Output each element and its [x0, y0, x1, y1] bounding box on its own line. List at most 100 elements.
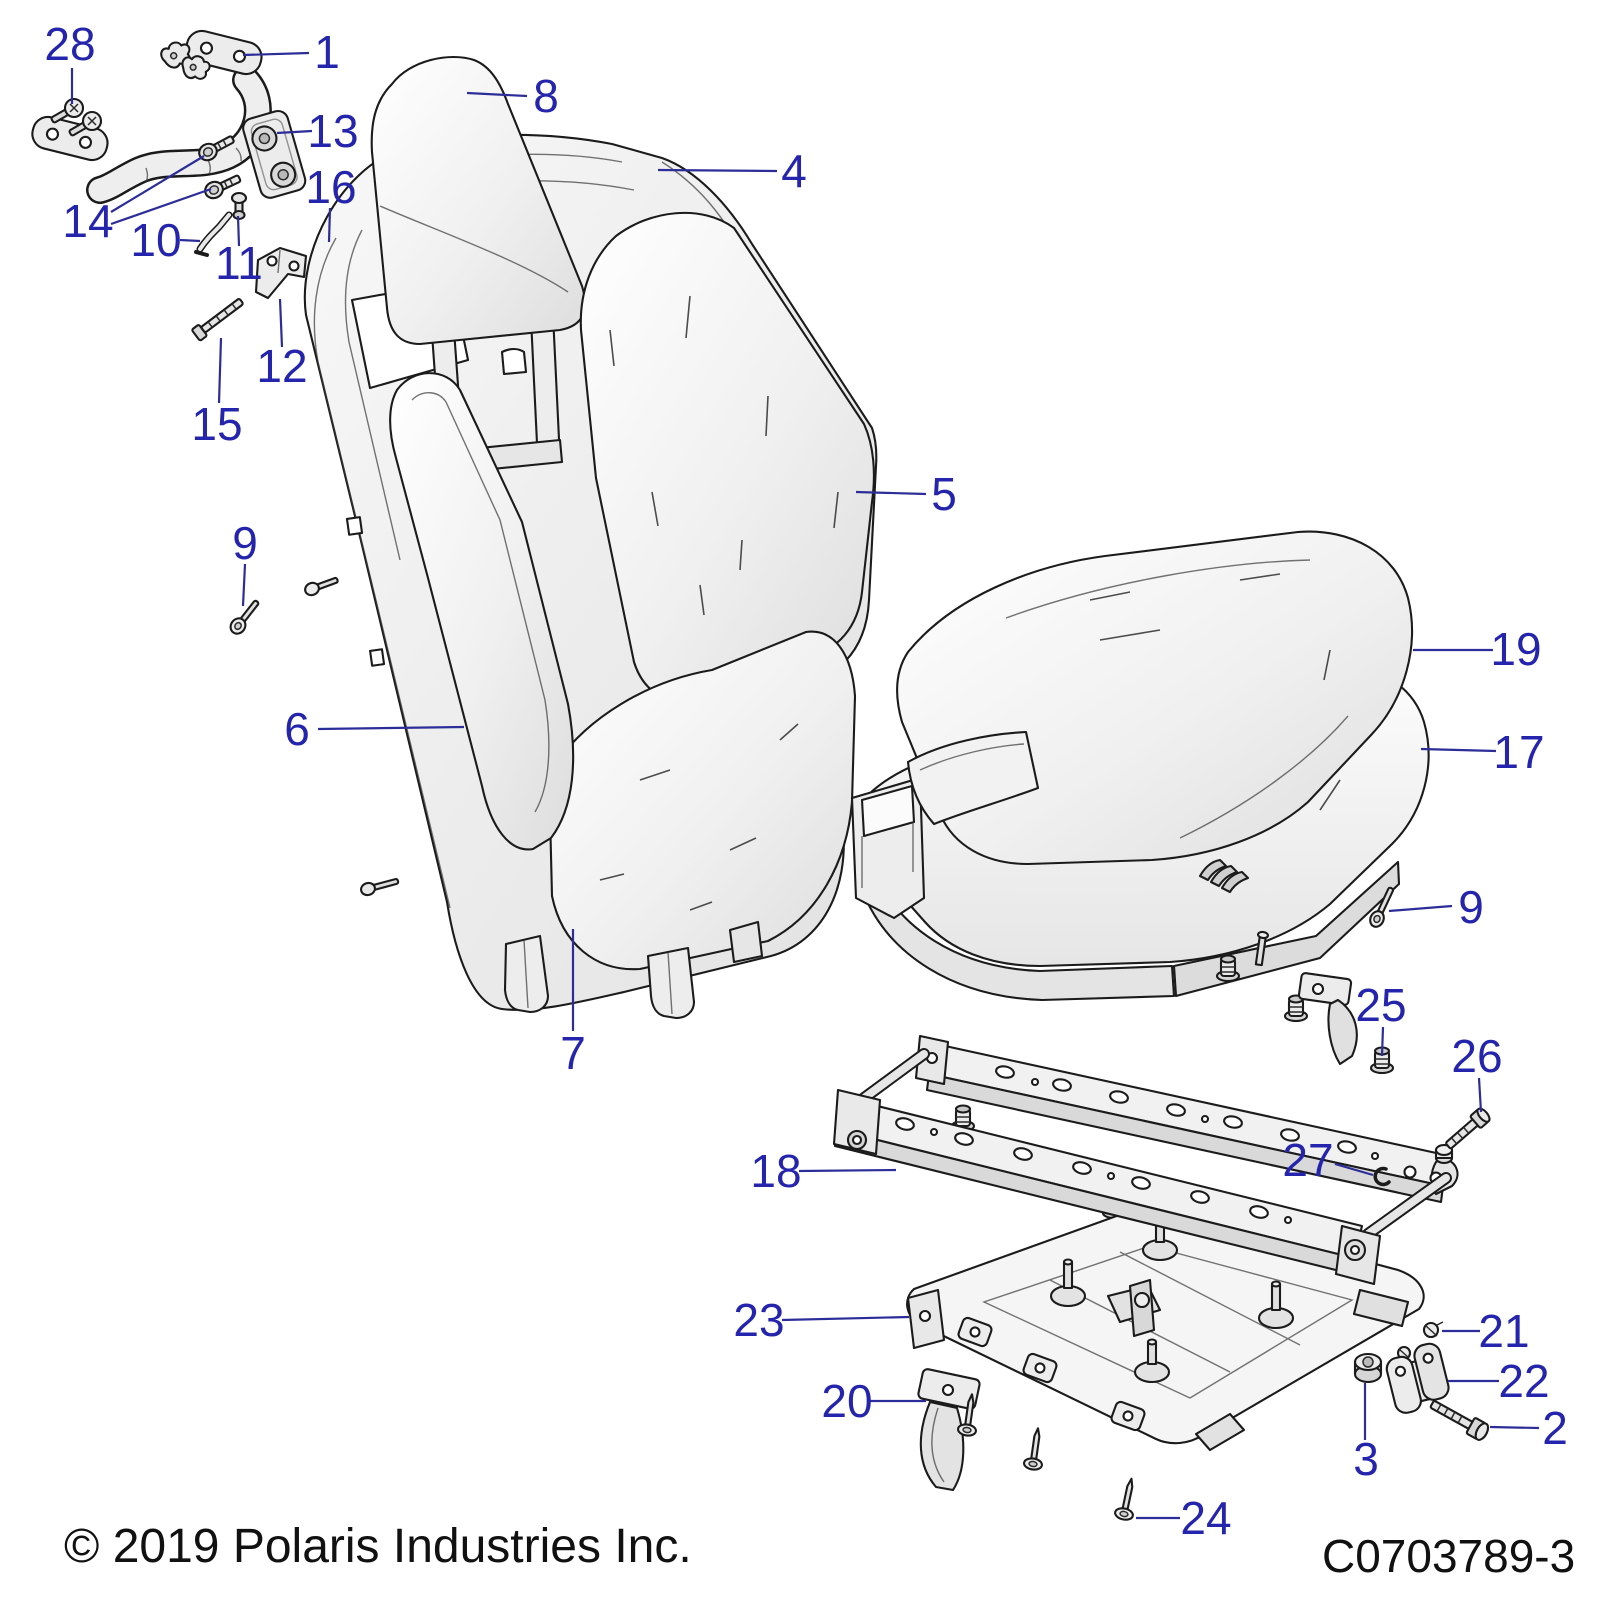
base-foot-tab [957, 1317, 993, 1348]
callout-16: 16 [305, 161, 357, 243]
base-boss [1259, 1282, 1293, 1329]
callout-label: 24 [1180, 1492, 1231, 1544]
bolt-15 [192, 296, 246, 341]
callout-3: 3 [1353, 1383, 1379, 1485]
callout-label: 10 [130, 214, 181, 266]
callout-label: 15 [191, 398, 242, 450]
callout-26: 26 [1451, 1030, 1503, 1113]
c-clip-27 [1375, 1168, 1389, 1184]
seat-base-pan [907, 1204, 1424, 1443]
seat-cushion-flap [908, 732, 1038, 824]
callout-label: 12 [256, 340, 307, 392]
vent-claw-detail [1200, 860, 1248, 892]
seat-pan-apron [862, 862, 1174, 1000]
back-cushion-upper [581, 213, 874, 702]
strap-bracket-20 [918, 1368, 981, 1490]
flange-bolt-14 [196, 132, 236, 163]
callout-9a: 9 [232, 517, 258, 607]
callout-5: 5 [855, 468, 957, 520]
leader-line [242, 51, 310, 57]
release-rod-10 [196, 215, 229, 255]
callout-8: 8 [466, 70, 559, 122]
seat-back-assembly [305, 57, 877, 1018]
callout-22: 22 [1448, 1355, 1550, 1407]
base-center-hinge [1108, 1280, 1160, 1336]
copyright-text: © 2019 Polaris Industries Inc. [64, 1520, 692, 1573]
leader-line [798, 1168, 897, 1173]
bolt-2 [1428, 1396, 1491, 1442]
leader-line [236, 215, 241, 247]
leader-line [241, 563, 247, 607]
callout-label: 3 [1353, 1433, 1379, 1485]
leader-line [179, 238, 201, 243]
leader-line [855, 490, 927, 496]
callout-9b: 9 [1388, 881, 1484, 933]
frame-slot [347, 517, 362, 535]
callout-15: 15 [191, 337, 243, 450]
screw-28 [51, 99, 83, 123]
callout-label: 18 [750, 1145, 801, 1197]
bracket-22 [1383, 1341, 1452, 1415]
callout-24: 24 [1136, 1492, 1232, 1544]
callout-11: 11 [215, 215, 263, 289]
leader-line [110, 187, 212, 226]
screw [1022, 1426, 1048, 1472]
callout-label: 8 [533, 70, 559, 122]
leader-line [1477, 1077, 1483, 1113]
bumper-stud [1215, 954, 1241, 983]
callout-23: 23 [733, 1294, 910, 1346]
flange-nut-3 [1355, 1354, 1381, 1382]
callout-20: 20 [821, 1375, 926, 1427]
base-corner-latch [1196, 1414, 1244, 1450]
seat-frame-rails [834, 1036, 1458, 1284]
callout-17: 17 [1420, 726, 1545, 778]
callout-28: 28 [44, 18, 96, 104]
callout-label: 2 [1542, 1402, 1568, 1454]
callout-label: 20 [821, 1375, 872, 1427]
screw-9-right [1368, 885, 1398, 929]
strap-bracket-upper [1298, 973, 1356, 1064]
leader-line [327, 207, 332, 243]
callout-label: 9 [232, 517, 258, 569]
side-bolster [390, 373, 573, 849]
callout-14: 14 [62, 155, 212, 247]
seat-back-feet [505, 922, 762, 1018]
leader-line [657, 168, 778, 173]
callout-label: 25 [1355, 979, 1406, 1031]
bolt-11 [232, 193, 246, 219]
leader-line [1388, 904, 1453, 913]
base-foot-tab [1110, 1401, 1146, 1432]
leader-line [781, 1315, 910, 1322]
callout-label: 13 [307, 105, 358, 157]
callout-label: 1 [314, 26, 340, 78]
leader-line [278, 298, 284, 348]
hardware-bottom-right [1355, 1107, 1492, 1442]
leader-line [1334, 1162, 1374, 1177]
frame-slot [370, 649, 384, 666]
leader-line [317, 725, 465, 731]
callout-2: 2 [1489, 1402, 1568, 1454]
leader-line [1489, 1425, 1540, 1430]
callout-21: 21 [1442, 1305, 1530, 1357]
wing-clip [180, 53, 212, 81]
screw-9 [228, 597, 263, 636]
leader-line [1420, 747, 1497, 753]
handle-tube [100, 80, 258, 190]
pin-screw [1254, 931, 1268, 965]
base-foot-tab [1022, 1353, 1058, 1384]
latch-mechanism [241, 109, 308, 201]
rail-front-end-link [1336, 1226, 1380, 1284]
callout-18: 18 [750, 1145, 897, 1197]
leader-line [466, 91, 528, 98]
flange-bolt-14 [202, 171, 242, 201]
base-boss [1135, 1340, 1169, 1383]
leader-line [217, 337, 223, 404]
callout-label: 5 [931, 468, 957, 520]
callout-label: 28 [44, 18, 95, 70]
rail-front [834, 1090, 1380, 1284]
callout-1: 1 [242, 26, 340, 78]
callout-label: 19 [1490, 623, 1541, 675]
callout-label: 21 [1478, 1305, 1529, 1357]
leader-line [110, 155, 205, 213]
